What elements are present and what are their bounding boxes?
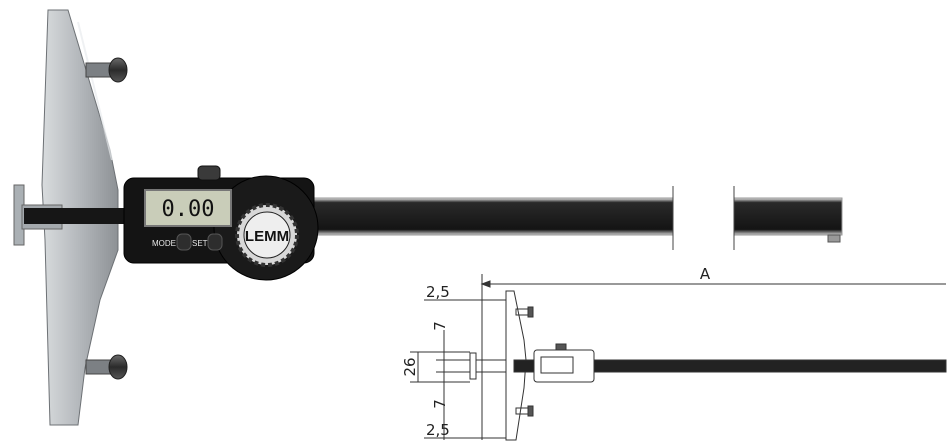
lower-locking-screw[interactable] <box>85 354 128 380</box>
dimension-tab-height: 26 <box>401 357 419 376</box>
thumb-wheel[interactable] <box>197 165 221 181</box>
main-beam <box>24 186 843 250</box>
mode-button-label: MODE <box>152 239 176 248</box>
brand-logo: LEMM <box>235 203 299 267</box>
mode-button[interactable]: MODE <box>152 233 192 251</box>
set-button-label: SET <box>192 239 208 248</box>
lcd-screen: 0.00 <box>144 189 232 227</box>
dimension-length-a: A <box>700 265 711 283</box>
brand-logo-text: LEMM <box>245 228 289 245</box>
dimension-offset-top: 2,5 <box>426 283 450 301</box>
upper-locking-screw[interactable] <box>85 57 128 83</box>
dimension-gap-top: 7 <box>431 321 449 331</box>
dimension-offset-bottom: 2,5 <box>426 421 450 439</box>
set-button[interactable]: SET <box>192 233 223 251</box>
lcd-reading: 0.00 <box>162 197 215 222</box>
technical-drawing <box>410 274 947 441</box>
dimension-gap-bottom: 7 <box>431 399 449 409</box>
